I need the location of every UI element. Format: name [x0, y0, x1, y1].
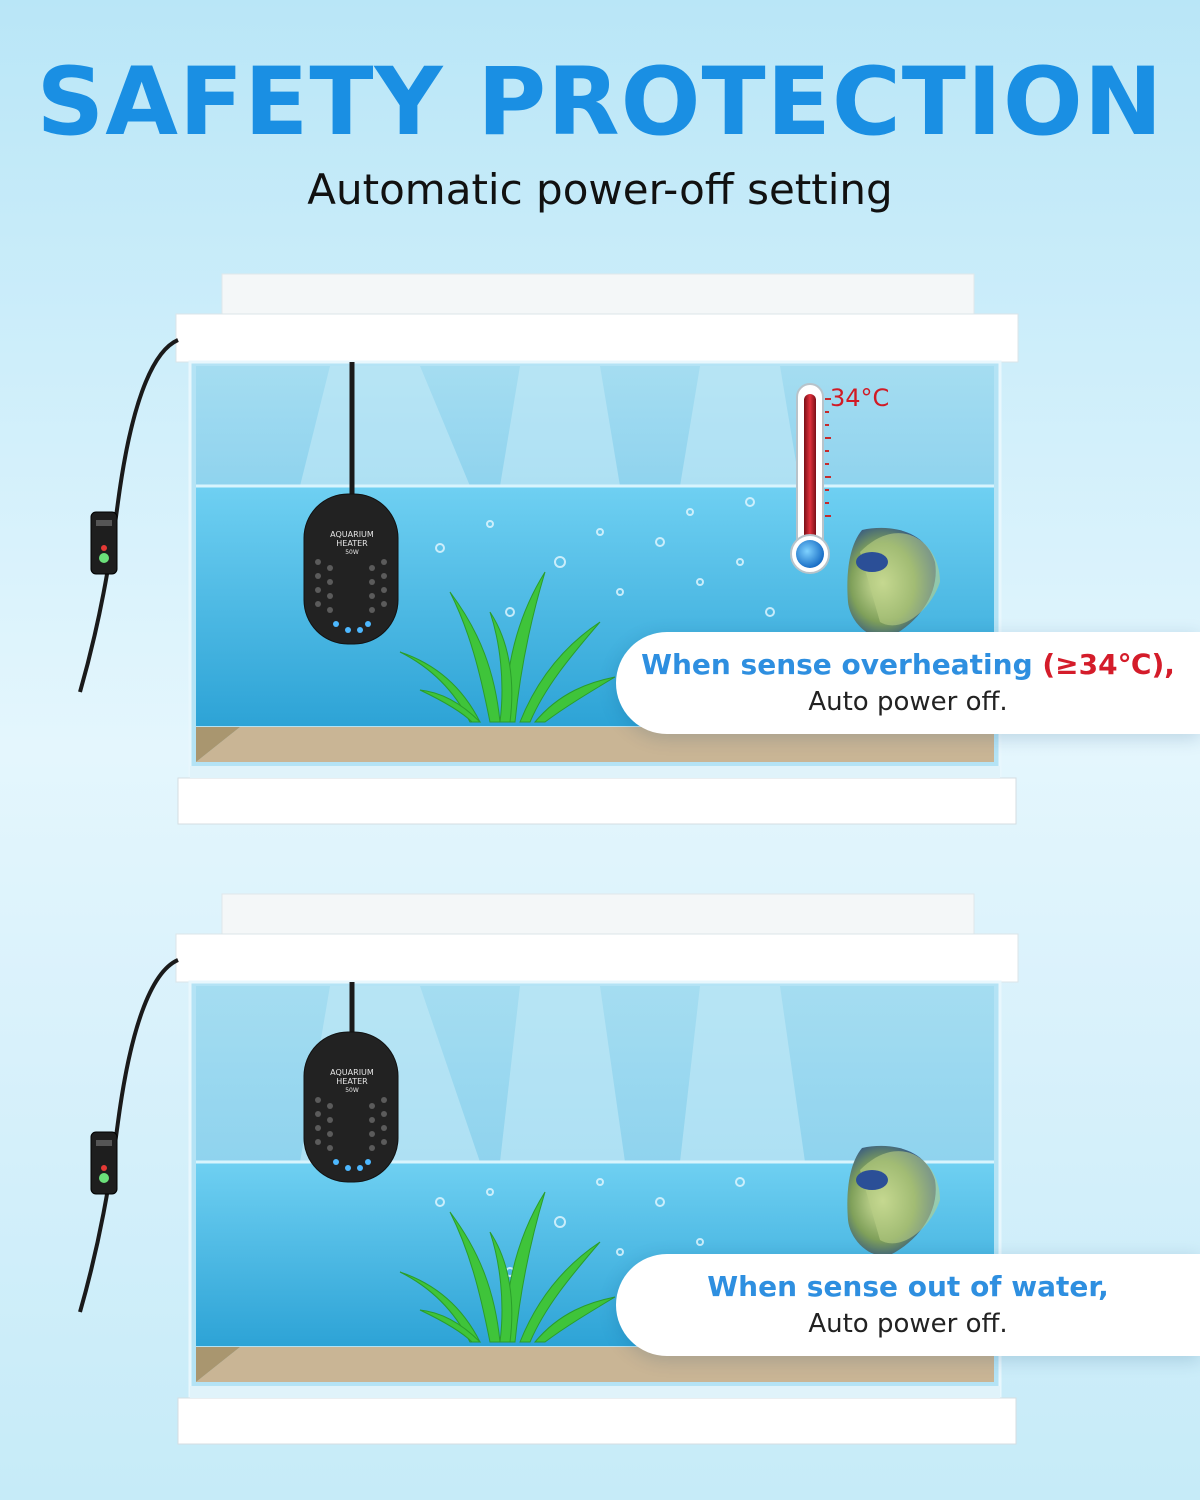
headline: SAFETY PROTECTION: [36, 48, 1164, 157]
callout-headline: When sense out of water,: [707, 1270, 1109, 1303]
tank-lid-top: [221, 273, 975, 315]
out-of-water-scene: AQUARIUM HEATER 50W When sense out of wa…: [0, 882, 1200, 1462]
temperature-threshold: (≥34℃),: [1042, 648, 1175, 681]
aquarium-illustration-low-water: [78, 893, 1019, 1445]
inline-switch: [90, 511, 118, 575]
subhead: Automatic power-off setting: [307, 165, 893, 214]
tank-base: [177, 777, 1017, 825]
aquarium-illustration: [78, 273, 1019, 825]
plant: [399, 571, 616, 723]
bubbles: [435, 497, 775, 617]
power-cord: [78, 338, 179, 693]
overheating-scene: AQUARIUM HEATER 50W 34°C When sense over…: [0, 262, 1200, 842]
heater: [303, 493, 399, 645]
betta-fish: [847, 527, 940, 638]
thermometer-reading: 34°C: [830, 384, 890, 412]
thermometer: [790, 383, 831, 574]
out-of-water-callout: When sense out of water, Auto power off.: [616, 1254, 1200, 1356]
heater-label: AQUARIUM HEATER 50W: [330, 530, 374, 556]
sand: [196, 727, 994, 762]
heater-label: AQUARIUM HEATER 50W: [330, 1068, 374, 1094]
overheating-callout: When sense overheating (≥34℃), Auto powe…: [616, 632, 1200, 734]
tank-lid: [175, 313, 1019, 363]
callout-action: Auto power off.: [808, 1309, 1008, 1339]
callout-action: Auto power off.: [808, 687, 1008, 717]
callout-headline: When sense overheating (≥34℃),: [641, 648, 1175, 681]
